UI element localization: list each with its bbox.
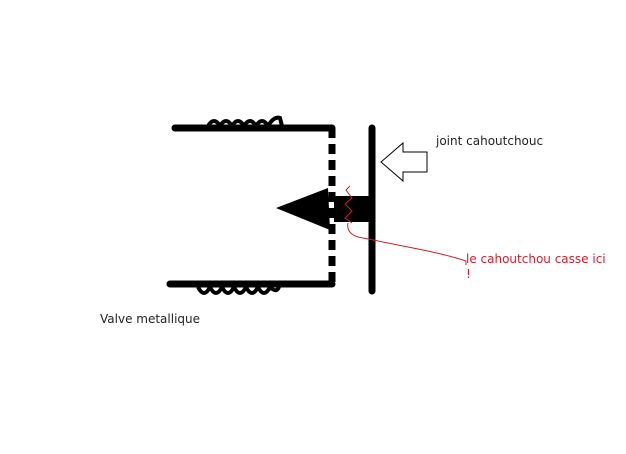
bottom-thread xyxy=(196,282,282,295)
leader-line xyxy=(347,222,467,265)
valve-label: Valve metallique xyxy=(100,312,201,326)
break-note: le cahoutchou casse ici xyxy=(466,252,606,266)
joint-label: joint cahoutchouc xyxy=(436,134,544,148)
valve-cone xyxy=(276,188,330,230)
valve-stem xyxy=(334,196,372,222)
valve-body xyxy=(166,124,336,288)
top-thread xyxy=(206,115,284,130)
break-zigzag xyxy=(344,185,353,224)
break-note-mark: ! xyxy=(466,267,471,281)
hollow-arrow-icon xyxy=(380,141,428,183)
